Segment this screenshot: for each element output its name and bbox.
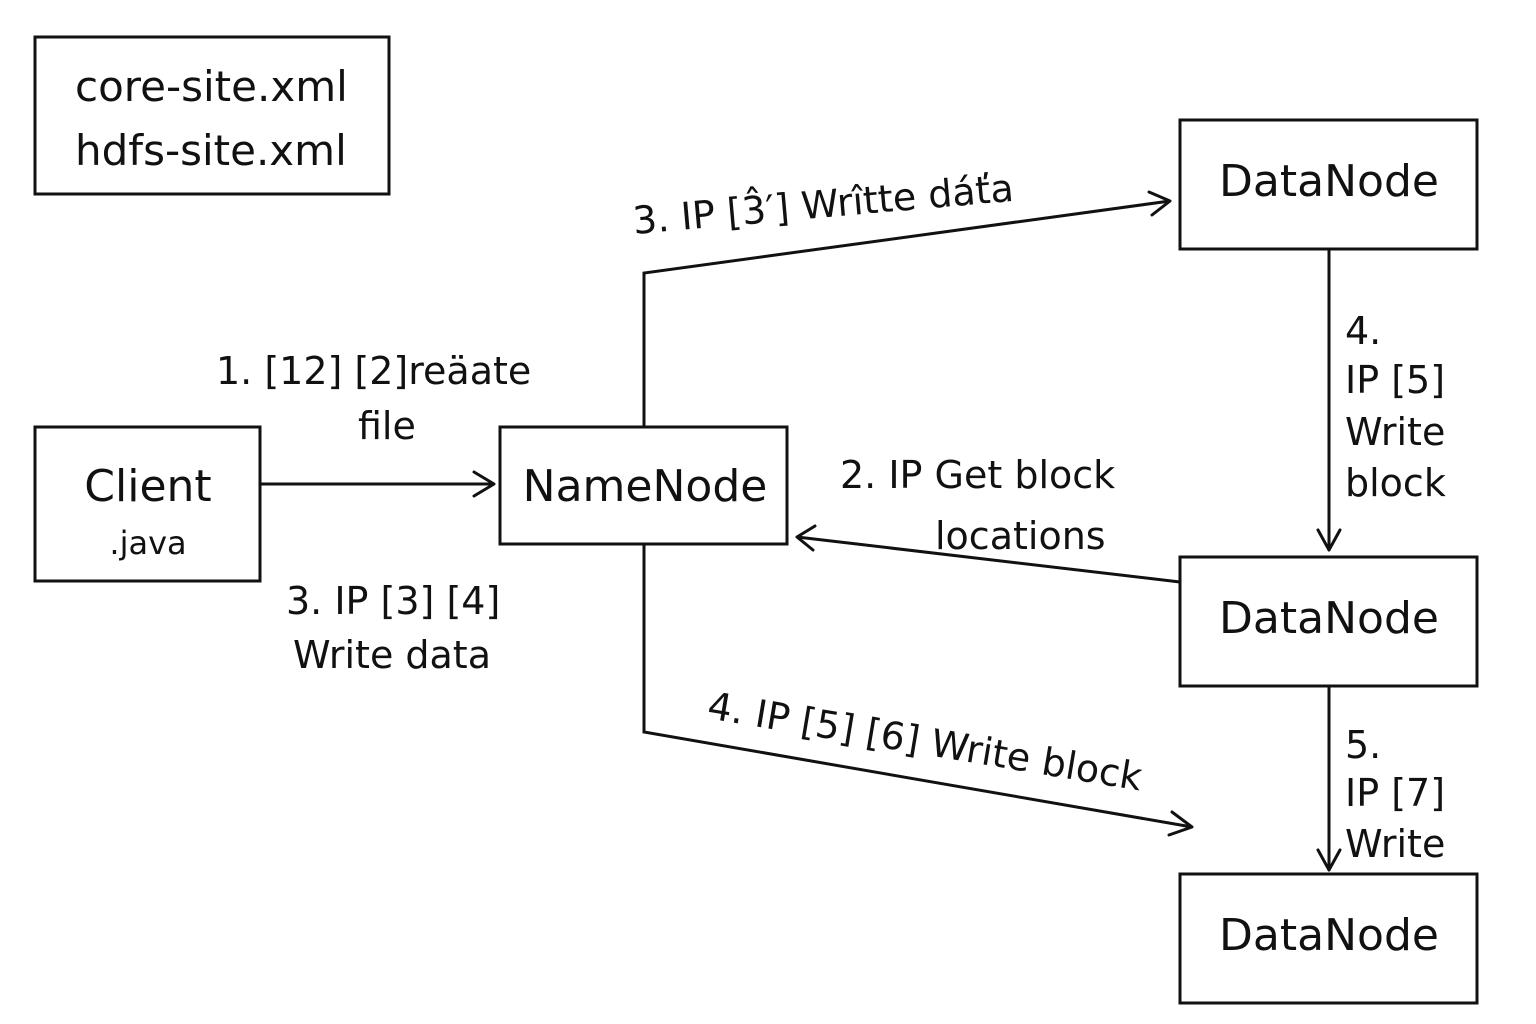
label-line: 1. [12] [2]reäate bbox=[216, 349, 531, 393]
arrowhead-icon bbox=[1147, 190, 1172, 217]
label-client-to-namenode: 1. [12] [2]reäate file bbox=[216, 349, 531, 448]
arrowhead-icon bbox=[472, 470, 496, 498]
edge-namenode-to-datanode-top bbox=[642, 190, 1172, 427]
label-line: 4. bbox=[1345, 309, 1381, 353]
client-node-sublabel: .java bbox=[109, 524, 186, 562]
datanode-top-node: DataNode bbox=[1178, 118, 1479, 251]
arrowhead-icon bbox=[1316, 528, 1342, 552]
arrowhead-icon bbox=[795, 524, 817, 552]
label-line: Write bbox=[1345, 410, 1445, 454]
label-datanode-top-to-middle: 4. IP [5] Write block bbox=[1345, 309, 1446, 505]
edge-namenode-to-datanode-bottom bbox=[642, 544, 1194, 837]
label-line: IP [7] bbox=[1345, 771, 1445, 815]
datanode-bottom-label: DataNode bbox=[1219, 910, 1439, 961]
label-line: locations bbox=[935, 514, 1106, 558]
label-datanode-middle-to-namenode: 2. IP Get block locations bbox=[840, 453, 1115, 558]
datanode-top-label: DataNode bbox=[1219, 156, 1439, 207]
arrowhead-icon bbox=[1316, 848, 1342, 872]
datanode-middle-label: DataNode bbox=[1219, 593, 1439, 644]
label-line: 5. bbox=[1345, 723, 1381, 767]
config-files-box: core-site.xml hdfs-site.xml bbox=[33, 35, 391, 196]
label-line: 3. IP [3] [4] bbox=[286, 579, 500, 623]
edge-datanode-middle-to-bottom bbox=[1316, 686, 1342, 872]
label-datanode-middle-to-bottom: 5. IP [7] Write bbox=[1345, 723, 1445, 866]
namenode-node-label: NameNode bbox=[523, 461, 768, 512]
label-line: 2. IP Get block bbox=[840, 453, 1115, 497]
client-node: Client .java bbox=[33, 425, 262, 583]
label-line: Write bbox=[1345, 822, 1445, 866]
edge-datanode-top-to-middle bbox=[1316, 249, 1342, 552]
label-line: block bbox=[1345, 461, 1446, 505]
arrowhead-icon bbox=[1167, 810, 1194, 837]
edge-client-to-namenode bbox=[260, 470, 496, 498]
datanode-bottom-node: DataNode bbox=[1178, 872, 1479, 1005]
config-file-core-site: core-site.xml bbox=[75, 62, 348, 111]
label-client-write-data: 3. IP [3] [4] Write data bbox=[286, 579, 500, 677]
label-line: Write data bbox=[293, 633, 491, 677]
label-line: IP [5] bbox=[1345, 358, 1445, 402]
datanode-middle-node: DataNode bbox=[1178, 555, 1479, 688]
namenode-node: NameNode bbox=[498, 425, 789, 546]
label-line: file bbox=[358, 404, 416, 448]
client-node-label: Client bbox=[84, 461, 211, 512]
edge-datanode-middle-to-namenode bbox=[795, 524, 1181, 584]
config-file-hdfs-site: hdfs-site.xml bbox=[75, 126, 347, 175]
